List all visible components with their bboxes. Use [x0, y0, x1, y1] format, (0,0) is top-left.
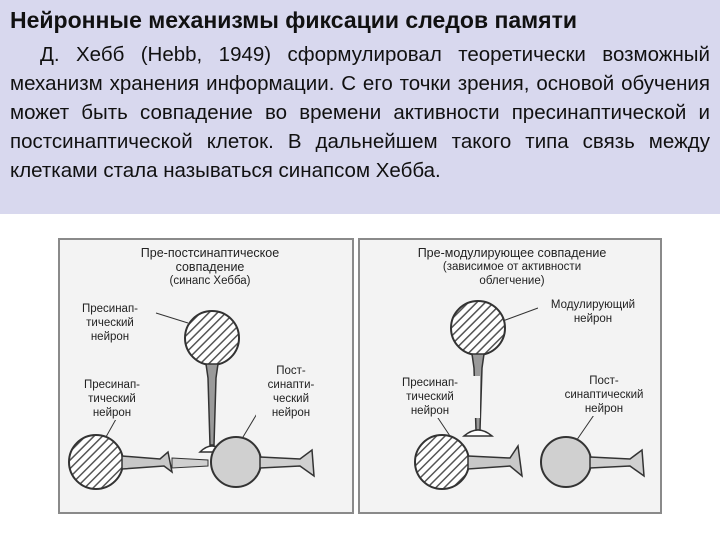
text-block: Нейронные механизмы фиксации следов памя… — [0, 0, 720, 214]
postsynaptic-neuron — [540, 436, 592, 488]
axon — [467, 443, 523, 478]
pointer-line — [155, 312, 189, 324]
dendrite — [259, 448, 315, 478]
label-presynaptic-top: Пресинап- тический нейрон — [66, 302, 154, 344]
hebb-synapse-figure: Пре-постсинаптическое совпадение (синапс… — [58, 238, 662, 514]
presynaptic-neuron-top — [184, 310, 240, 366]
axon — [205, 363, 219, 446]
axon — [121, 450, 174, 474]
label-presynaptic: Пресинап- тический нейрон — [380, 376, 480, 418]
label-postsynaptic: Пост- синапти- ческий нейрон — [256, 364, 326, 420]
left-panel-drawing — [68, 310, 315, 490]
panel-pre-post-coincidence: Пре-постсинаптическое совпадение (синапс… — [58, 238, 354, 514]
pointer-line — [499, 307, 539, 323]
postsynaptic-neuron — [210, 436, 262, 488]
slide-title: Нейронные механизмы фиксации следов памя… — [10, 7, 578, 33]
presynaptic-neuron-bottom — [68, 434, 124, 490]
dendrite — [589, 448, 645, 478]
label-presynaptic-bottom: Пресинап- тический нейрон — [64, 378, 160, 420]
modulating-neuron — [450, 300, 506, 356]
label-modulating-neuron: Модулирующий нейрон — [538, 298, 648, 326]
right-panel-title: Пре-модулирующее совпадение (зависимое о… — [370, 246, 654, 288]
hebb-paragraph: Д. Хебб (Hebb, 1949) сформулировал теоре… — [10, 43, 710, 182]
modulating-terminal — [461, 429, 495, 437]
left-panel-title: Пре-постсинаптическое совпадение (синапс… — [110, 246, 310, 288]
label-postsynaptic: Пост- синаптический нейрон — [550, 374, 658, 416]
pointer-line — [573, 411, 597, 445]
synapse-gap — [171, 457, 209, 469]
panel-pre-modulating-coincidence: Пре-модулирующее совпадение (зависимое о… — [358, 238, 662, 514]
presynaptic-neuron — [414, 434, 470, 490]
